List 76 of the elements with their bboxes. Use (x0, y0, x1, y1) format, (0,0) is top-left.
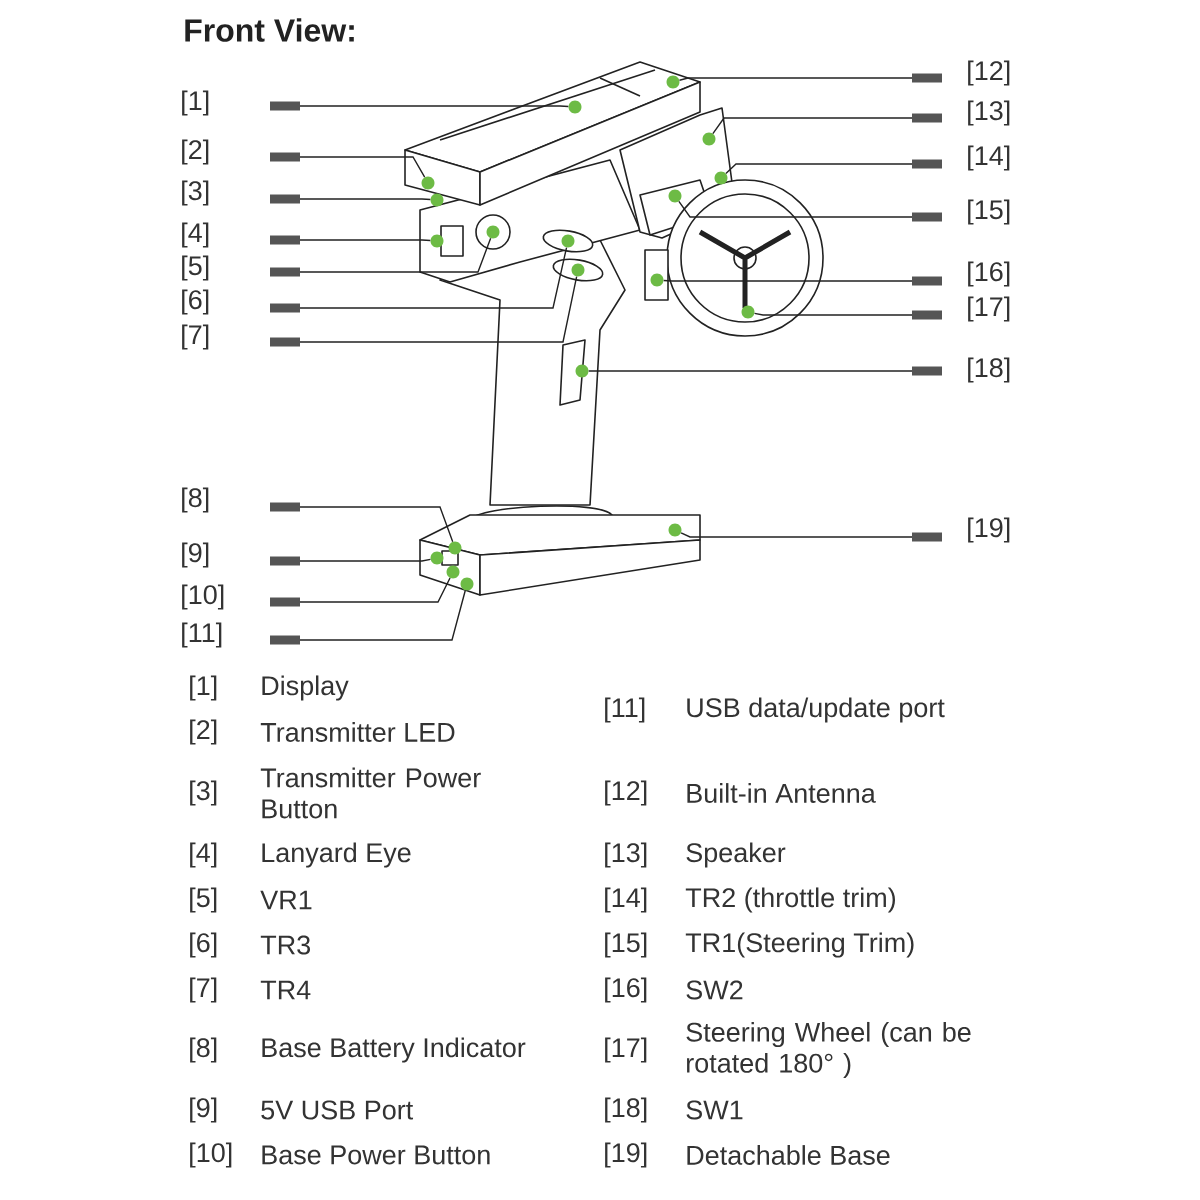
leader-line (680, 532, 913, 538)
callout-number: [10] (182, 584, 224, 610)
legend-number: [15] (605, 932, 647, 958)
leader-line (299, 589, 466, 641)
leader-line (663, 279, 913, 282)
legend-number: [11] (605, 697, 645, 723)
callout-number: [16] (968, 261, 1010, 287)
callout-number: [6] (182, 289, 209, 315)
legend-number: [6] (190, 932, 217, 958)
legend-text: 5V USB Port (261, 1100, 414, 1120)
legend-number: [14] (605, 887, 647, 913)
legend-text: Base Battery Indicator (262, 1037, 526, 1063)
callout-number: [19] (968, 517, 1010, 543)
leader-line (299, 577, 451, 603)
legend-number: [9] (190, 1097, 217, 1123)
legend-text: Steering Wheel (can be rotated 180° ) (686, 1021, 971, 1079)
leader-line (678, 77, 913, 81)
leader-line (299, 506, 454, 543)
callout-number: [14] (968, 145, 1010, 171)
legend-text: Transmitter Power Button (260, 767, 481, 819)
legend-number: [4] (190, 842, 217, 868)
legend-number: [7] (190, 977, 217, 1003)
leader-line (299, 239, 431, 242)
legend-number: [16] (605, 977, 647, 1003)
callout-number: [13] (968, 100, 1010, 126)
leader-line (753, 312, 913, 316)
leader-line (299, 246, 568, 309)
callout-number: [5] (182, 255, 209, 281)
legend-number: [2] (190, 719, 217, 745)
callout-number: [18] (968, 357, 1010, 383)
callout-number: [1] (182, 90, 209, 116)
leader-line (725, 163, 913, 175)
legend-number: [12] (605, 780, 647, 806)
legend-number: [3] (190, 780, 217, 806)
legend-text: TR2 (throttle trim) (685, 887, 895, 913)
legend-text: Lanyard Eye (262, 842, 411, 868)
leader-line (299, 156, 426, 178)
leader-line (299, 198, 431, 201)
callout-number: [3] (182, 180, 209, 206)
legend-text: Transmitter LED (260, 722, 455, 742)
legend-number: [8] (190, 1037, 217, 1063)
leader-line (299, 275, 578, 343)
legend-number: [10] (190, 1142, 232, 1168)
legend-text: TR1(Steering Trim) (685, 932, 914, 958)
legend-text: Base Power Button (262, 1145, 490, 1165)
legend-number: [1] (190, 675, 217, 701)
leader-line (299, 105, 570, 108)
leader-line (678, 200, 913, 218)
title: Front View: (185, 18, 354, 42)
callout-number: [17] (968, 296, 1010, 322)
leader-line (588, 370, 913, 372)
legend-text: Speaker (686, 842, 786, 868)
callout-number: [11] (182, 622, 222, 648)
legend-text: Detachable Base (687, 1145, 890, 1165)
legend-text: TR4 (260, 980, 311, 1000)
legend-number: [19] (605, 1142, 647, 1168)
legend-text: Built-in Antenna (687, 783, 876, 803)
legend-number: [13] (605, 842, 647, 868)
legend-text: VR1 (260, 890, 312, 910)
callout-number: [7] (182, 324, 209, 350)
legend-number: [18] (605, 1097, 647, 1123)
callout-number: [2] (182, 139, 209, 165)
legend-text: SW1 (686, 1100, 743, 1120)
callout-number: [4] (182, 222, 209, 248)
callout-number: [12] (968, 60, 1010, 86)
callout-number: [9] (182, 542, 209, 568)
leader-line (712, 117, 913, 135)
legend-number: [5] (190, 887, 217, 913)
legend-text: Display (262, 675, 349, 701)
legend-number: [17] (605, 1037, 647, 1063)
legend-text: TR3 (260, 935, 310, 955)
leader-line (299, 558, 432, 562)
legend-text: USB data/update port (687, 697, 945, 723)
callout-number: [8] (182, 487, 209, 513)
legend-text: SW2 (686, 980, 743, 1000)
callout-number: [15] (968, 199, 1010, 225)
